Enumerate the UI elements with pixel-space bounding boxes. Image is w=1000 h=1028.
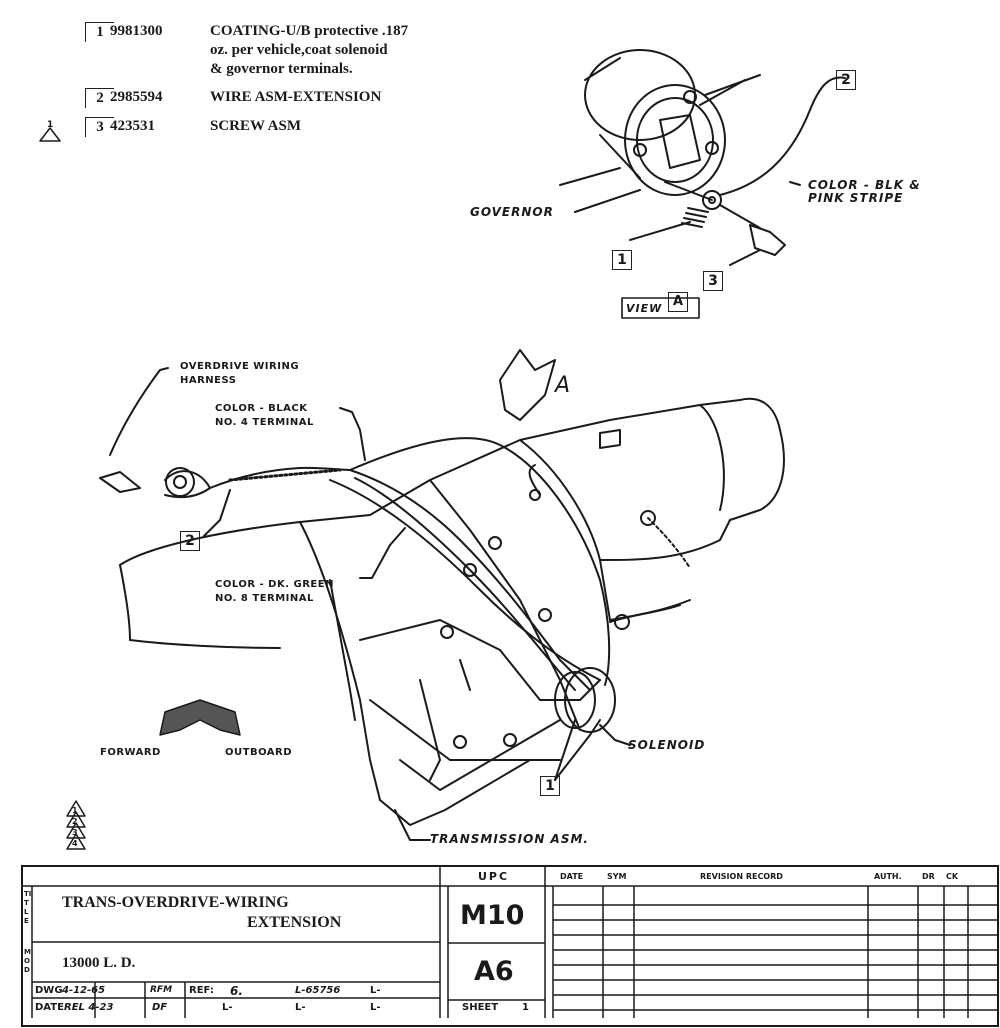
green-wire-label-line: COLOR - DK. GREEN	[215, 579, 334, 590]
upc-header: UPC	[478, 870, 510, 883]
callout-1-main: 1	[540, 776, 560, 796]
revision-flag: 1	[47, 120, 54, 130]
ref-l-number: L-	[222, 1002, 233, 1013]
part-description-line: COATING-U/B protective .187	[210, 23, 409, 39]
dwg-label: DWG	[35, 985, 63, 996]
revision-flag: 4	[72, 839, 79, 848]
rev-header-sym: SYM	[607, 872, 627, 881]
governor-label: GOVERNOR	[470, 205, 554, 219]
callout-2-main: 2	[180, 531, 200, 551]
rev-header-record: REVISION RECORD	[700, 872, 783, 881]
dwg-date: 4-12-65	[62, 985, 106, 996]
part-number: 2985594	[110, 89, 163, 105]
rev-header-ck: CK	[946, 872, 959, 881]
date-label: DATE	[35, 1002, 64, 1013]
rev-header-date: DATE	[560, 872, 584, 881]
callout-1: 1	[612, 250, 632, 270]
model-value: 13000 L. D.	[62, 955, 136, 971]
ref-l-number: L-65756	[295, 985, 341, 996]
item-number: 1	[85, 22, 114, 42]
ref-l-number: L-	[370, 985, 381, 996]
part-description-line: WIRE ASM-EXTENSION	[210, 89, 382, 105]
view-label: VIEW	[626, 302, 663, 315]
dwg-initials: RFM	[150, 985, 173, 995]
revision-flag: 2	[72, 817, 79, 826]
revision-flag-stack: 1 2 3 4	[72, 805, 78, 849]
release-date: REL 4-23	[64, 1002, 114, 1013]
callout-2: 2	[836, 70, 856, 90]
color-label-line: PINK STRIPE	[808, 191, 904, 205]
black-wire-label-line: NO. 4 TERMINAL	[215, 417, 314, 428]
part-description-line: oz. per vehicle,coat solenoid	[210, 42, 388, 58]
sheet-label: SHEET	[462, 1002, 499, 1013]
ref-value: 6.	[230, 984, 243, 998]
harness-label-line: HARNESS	[180, 375, 237, 386]
callout-3: 3	[703, 271, 723, 291]
sub-code: A6	[474, 956, 514, 987]
rev-header-dr: DR	[922, 872, 935, 881]
drawing-title-line-1: TRANS-OVERDRIVE-WIRING	[62, 894, 289, 911]
harness-label-line: OVERDRIVE WIRING	[180, 361, 300, 372]
outboard-label: OUTBOARD	[225, 747, 293, 758]
date-initials: DF	[152, 1002, 168, 1013]
item-number: 2	[85, 88, 114, 108]
revision-flag: 1	[72, 806, 79, 815]
black-wire-label-line: COLOR - BLACK	[215, 403, 308, 414]
title-side-label: TITLE	[24, 890, 32, 925]
view-arrow-letter: A	[555, 373, 572, 398]
item-number: 3	[85, 117, 114, 137]
ref-l-number: L-	[370, 1002, 381, 1013]
model-side-label: MOD	[24, 948, 31, 974]
solenoid-label: SOLENOID	[628, 738, 706, 752]
sheet-number: 1	[522, 1002, 529, 1013]
rev-header-auth: AUTH.	[874, 872, 902, 881]
governor-detail	[559, 49, 846, 266]
ref-l-number: L-	[295, 1002, 306, 1013]
color-label-line: COLOR - BLK &	[808, 178, 921, 192]
part-description-line: SCREW ASM	[210, 118, 301, 134]
transmission-label: TRANSMISSION ASM.	[430, 832, 589, 846]
revision-flag: 3	[72, 828, 79, 837]
forward-label: FORWARD	[100, 747, 161, 758]
green-wire-label-line: NO. 8 TERMINAL	[215, 593, 314, 604]
revision-flags	[66, 800, 86, 850]
part-number: 423531	[110, 118, 155, 134]
view-letter: A	[668, 292, 688, 312]
part-number: 9981300	[110, 23, 163, 39]
upc-code: M10	[460, 900, 525, 931]
transmission-drawing	[99, 349, 785, 841]
drawing-title-line-2: EXTENSION	[247, 914, 342, 931]
parts-list: 1 9981300 COATING-U/B protective .187 oz…	[47, 22, 500, 142]
ref-label: REF:	[189, 985, 214, 996]
part-description-line: & governor terminals.	[210, 61, 353, 77]
